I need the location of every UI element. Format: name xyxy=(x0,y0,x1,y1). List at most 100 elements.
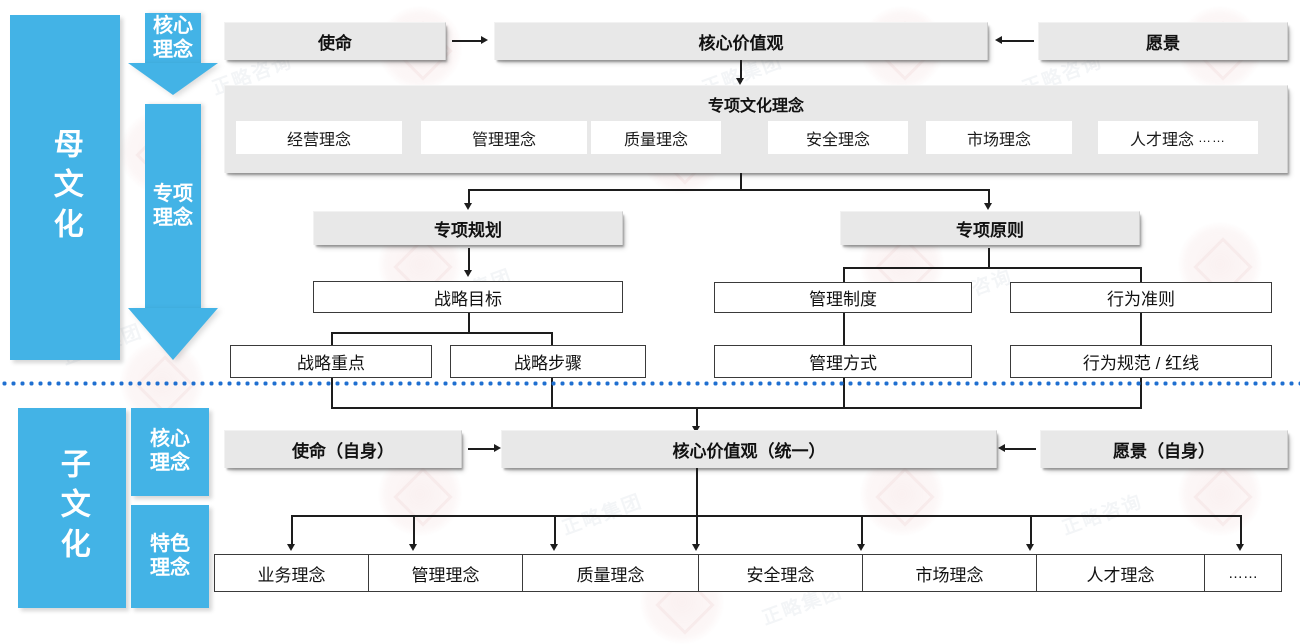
core-concept-tag: 核心 理念 xyxy=(131,408,209,496)
special-concept-arrow: 专项 理念 xyxy=(128,104,218,360)
connector-goal-to-focus xyxy=(331,332,333,346)
section-divider xyxy=(0,381,1300,386)
connector-to-child-concept xyxy=(554,515,556,547)
child-concept-label: 人才理念 xyxy=(1086,565,1155,585)
child-vision-box[interactable]: 愿景（自身） xyxy=(1040,430,1288,468)
child-mission-label: 使命（自身） xyxy=(292,442,394,461)
management-system-box[interactable]: 管理制度 xyxy=(714,282,972,313)
strategy-steps-box[interactable]: 战略步骤 xyxy=(450,345,646,378)
child-concept-box[interactable]: 质量理念 xyxy=(522,554,699,592)
connector-to-child-concept-arrowhead xyxy=(1236,544,1244,551)
connector-to-child-concept xyxy=(1240,515,1242,547)
connector-to-child-concept xyxy=(861,515,863,547)
conduct-norm-box[interactable]: 行为规范 / 红线 xyxy=(1010,345,1272,378)
child-concept-box[interactable]: …… xyxy=(1204,554,1282,592)
core-concept-arrow: 核心 理念 xyxy=(128,13,218,95)
special-culture-item-label: 安全理念 xyxy=(805,131,870,149)
child-concept-label: 质量理念 xyxy=(576,565,645,585)
parent-core-values-label: 核心价值观 xyxy=(698,34,784,53)
connector-to-child-concept-arrowhead xyxy=(409,544,417,551)
child-concept-label: 市场理念 xyxy=(915,565,984,585)
connector-vision-to-core-arrowhead xyxy=(995,36,1002,44)
special-culture-item-label: 经营理念 xyxy=(286,131,351,149)
management-method-label: 管理方式 xyxy=(809,354,877,373)
child-concept-label: 安全理念 xyxy=(746,565,815,585)
connector-band-to-right-branch xyxy=(988,189,990,206)
special-culture-item[interactable]: 人才理念 …… xyxy=(1098,121,1258,154)
parent-mission-box[interactable]: 使命 xyxy=(224,22,446,60)
conduct-guideline-box[interactable]: 行为准则 xyxy=(1010,282,1272,313)
child-concept-label: 管理理念 xyxy=(411,565,480,585)
connector-to-child-concept-arrowhead xyxy=(692,544,700,551)
connector-to-child-concept xyxy=(1030,515,1032,547)
connector-vision-to-core xyxy=(1002,40,1034,42)
special-culture-item-label: 人才理念 xyxy=(1129,131,1194,149)
core-concept-tag-line2: 理念 xyxy=(150,452,190,474)
connector-band-to-right-branch-arrowhead xyxy=(984,203,992,210)
connector-mission-to-core xyxy=(452,40,482,42)
special-principle-box[interactable]: 专项原则 xyxy=(840,211,1140,245)
child-core-values-box[interactable]: 核心价值观（统一） xyxy=(501,430,997,468)
core-concept-arrow-line2: 理念 xyxy=(153,38,193,61)
special-concept-arrow-line2: 理念 xyxy=(153,207,193,229)
connector-child-vision-to-core xyxy=(1004,448,1036,450)
special-plan-label: 专项规划 xyxy=(434,221,502,240)
connector-child-concepts-bus xyxy=(291,515,1240,517)
parent-mission-label: 使命 xyxy=(318,34,352,53)
child-core-values-label: 核心价值观（统一） xyxy=(672,442,826,461)
parent-vision-label: 愿景 xyxy=(1146,34,1180,53)
feature-concept-tag-line2: 理念 xyxy=(150,556,190,579)
conduct-guideline-label: 行为准则 xyxy=(1107,290,1175,309)
connector-focus-down xyxy=(331,378,333,408)
core-concept-arrow-line1: 核心 xyxy=(153,15,193,37)
strategy-focus-box[interactable]: 战略重点 xyxy=(230,345,432,378)
connector-band-down xyxy=(740,173,742,190)
connector-parent-to-child-bus xyxy=(331,407,1142,409)
connector-method-down xyxy=(843,378,845,408)
connector-band-to-left-branch xyxy=(468,189,470,206)
connector-principle-down xyxy=(988,248,990,268)
child-concept-box[interactable]: 人才理念 xyxy=(1036,554,1205,592)
special-culture-item[interactable]: 经营理念 xyxy=(236,121,402,154)
parent-core-values-box[interactable]: 核心价值观 xyxy=(494,22,988,60)
connector-principle-bus xyxy=(843,267,1141,269)
strategy-goal-label: 战略目标 xyxy=(434,289,502,309)
child-concept-label: 业务理念 xyxy=(257,565,326,585)
connector-to-child-concept-arrowhead xyxy=(550,544,558,551)
child-concept-box[interactable]: 市场理念 xyxy=(862,554,1037,592)
connector-band-bus xyxy=(468,189,990,191)
child-concept-label: …… xyxy=(1228,564,1258,582)
special-plan-box[interactable]: 专项规划 xyxy=(313,211,623,245)
special-concept-arrow-head xyxy=(128,308,218,360)
strategy-focus-label: 战略重点 xyxy=(297,354,365,373)
special-culture-item[interactable]: 安全理念 xyxy=(768,121,908,154)
conduct-norm-label: 行为规范 / 红线 xyxy=(1082,354,1200,373)
child-culture-side-label-text: 子文化 xyxy=(55,448,89,568)
management-method-box[interactable]: 管理方式 xyxy=(714,345,972,378)
child-concept-box[interactable]: 安全理念 xyxy=(698,554,863,592)
special-culture-item-label: 管理理念 xyxy=(471,131,536,149)
child-mission-box[interactable]: 使命（自身） xyxy=(224,430,462,468)
connector-plan-to-goal xyxy=(468,248,470,272)
strategy-goal-box[interactable]: 战略目标 xyxy=(313,281,623,313)
strategy-steps-label: 战略步骤 xyxy=(514,354,582,373)
connector-core-to-band xyxy=(740,60,742,82)
special-culture-item[interactable]: 管理理念 xyxy=(421,121,587,154)
diagram-canvas: 正略咨询 正略集团 正略咨询 正略集团 正略咨询 正略集团 正略咨询 正略集团 … xyxy=(0,0,1300,626)
special-culture-item-label: 质量理念 xyxy=(623,131,688,149)
child-concept-box[interactable]: 管理理念 xyxy=(368,554,523,592)
special-concept-arrow-line1: 专项 xyxy=(153,183,193,206)
special-culture-item-ellipsis: …… xyxy=(1198,130,1226,145)
parent-vision-box[interactable]: 愿景 xyxy=(1038,22,1288,60)
connector-goal-bus xyxy=(331,332,553,334)
core-concept-tag-line1: 核心 xyxy=(150,428,190,451)
connector-to-child-concept xyxy=(413,515,415,547)
child-concept-box[interactable]: 业务理念 xyxy=(214,554,369,592)
connector-parent-to-child-drop xyxy=(696,407,698,429)
special-culture-band-title: 专项文化理念 xyxy=(707,98,804,115)
connector-goal-to-steps xyxy=(551,332,553,346)
special-culture-item[interactable]: 市场理念 xyxy=(926,121,1072,154)
child-vision-label: 愿景（自身） xyxy=(1113,442,1215,461)
special-culture-item[interactable]: 质量理念 xyxy=(591,121,721,154)
connector-core-to-band-arrowhead xyxy=(736,78,744,85)
